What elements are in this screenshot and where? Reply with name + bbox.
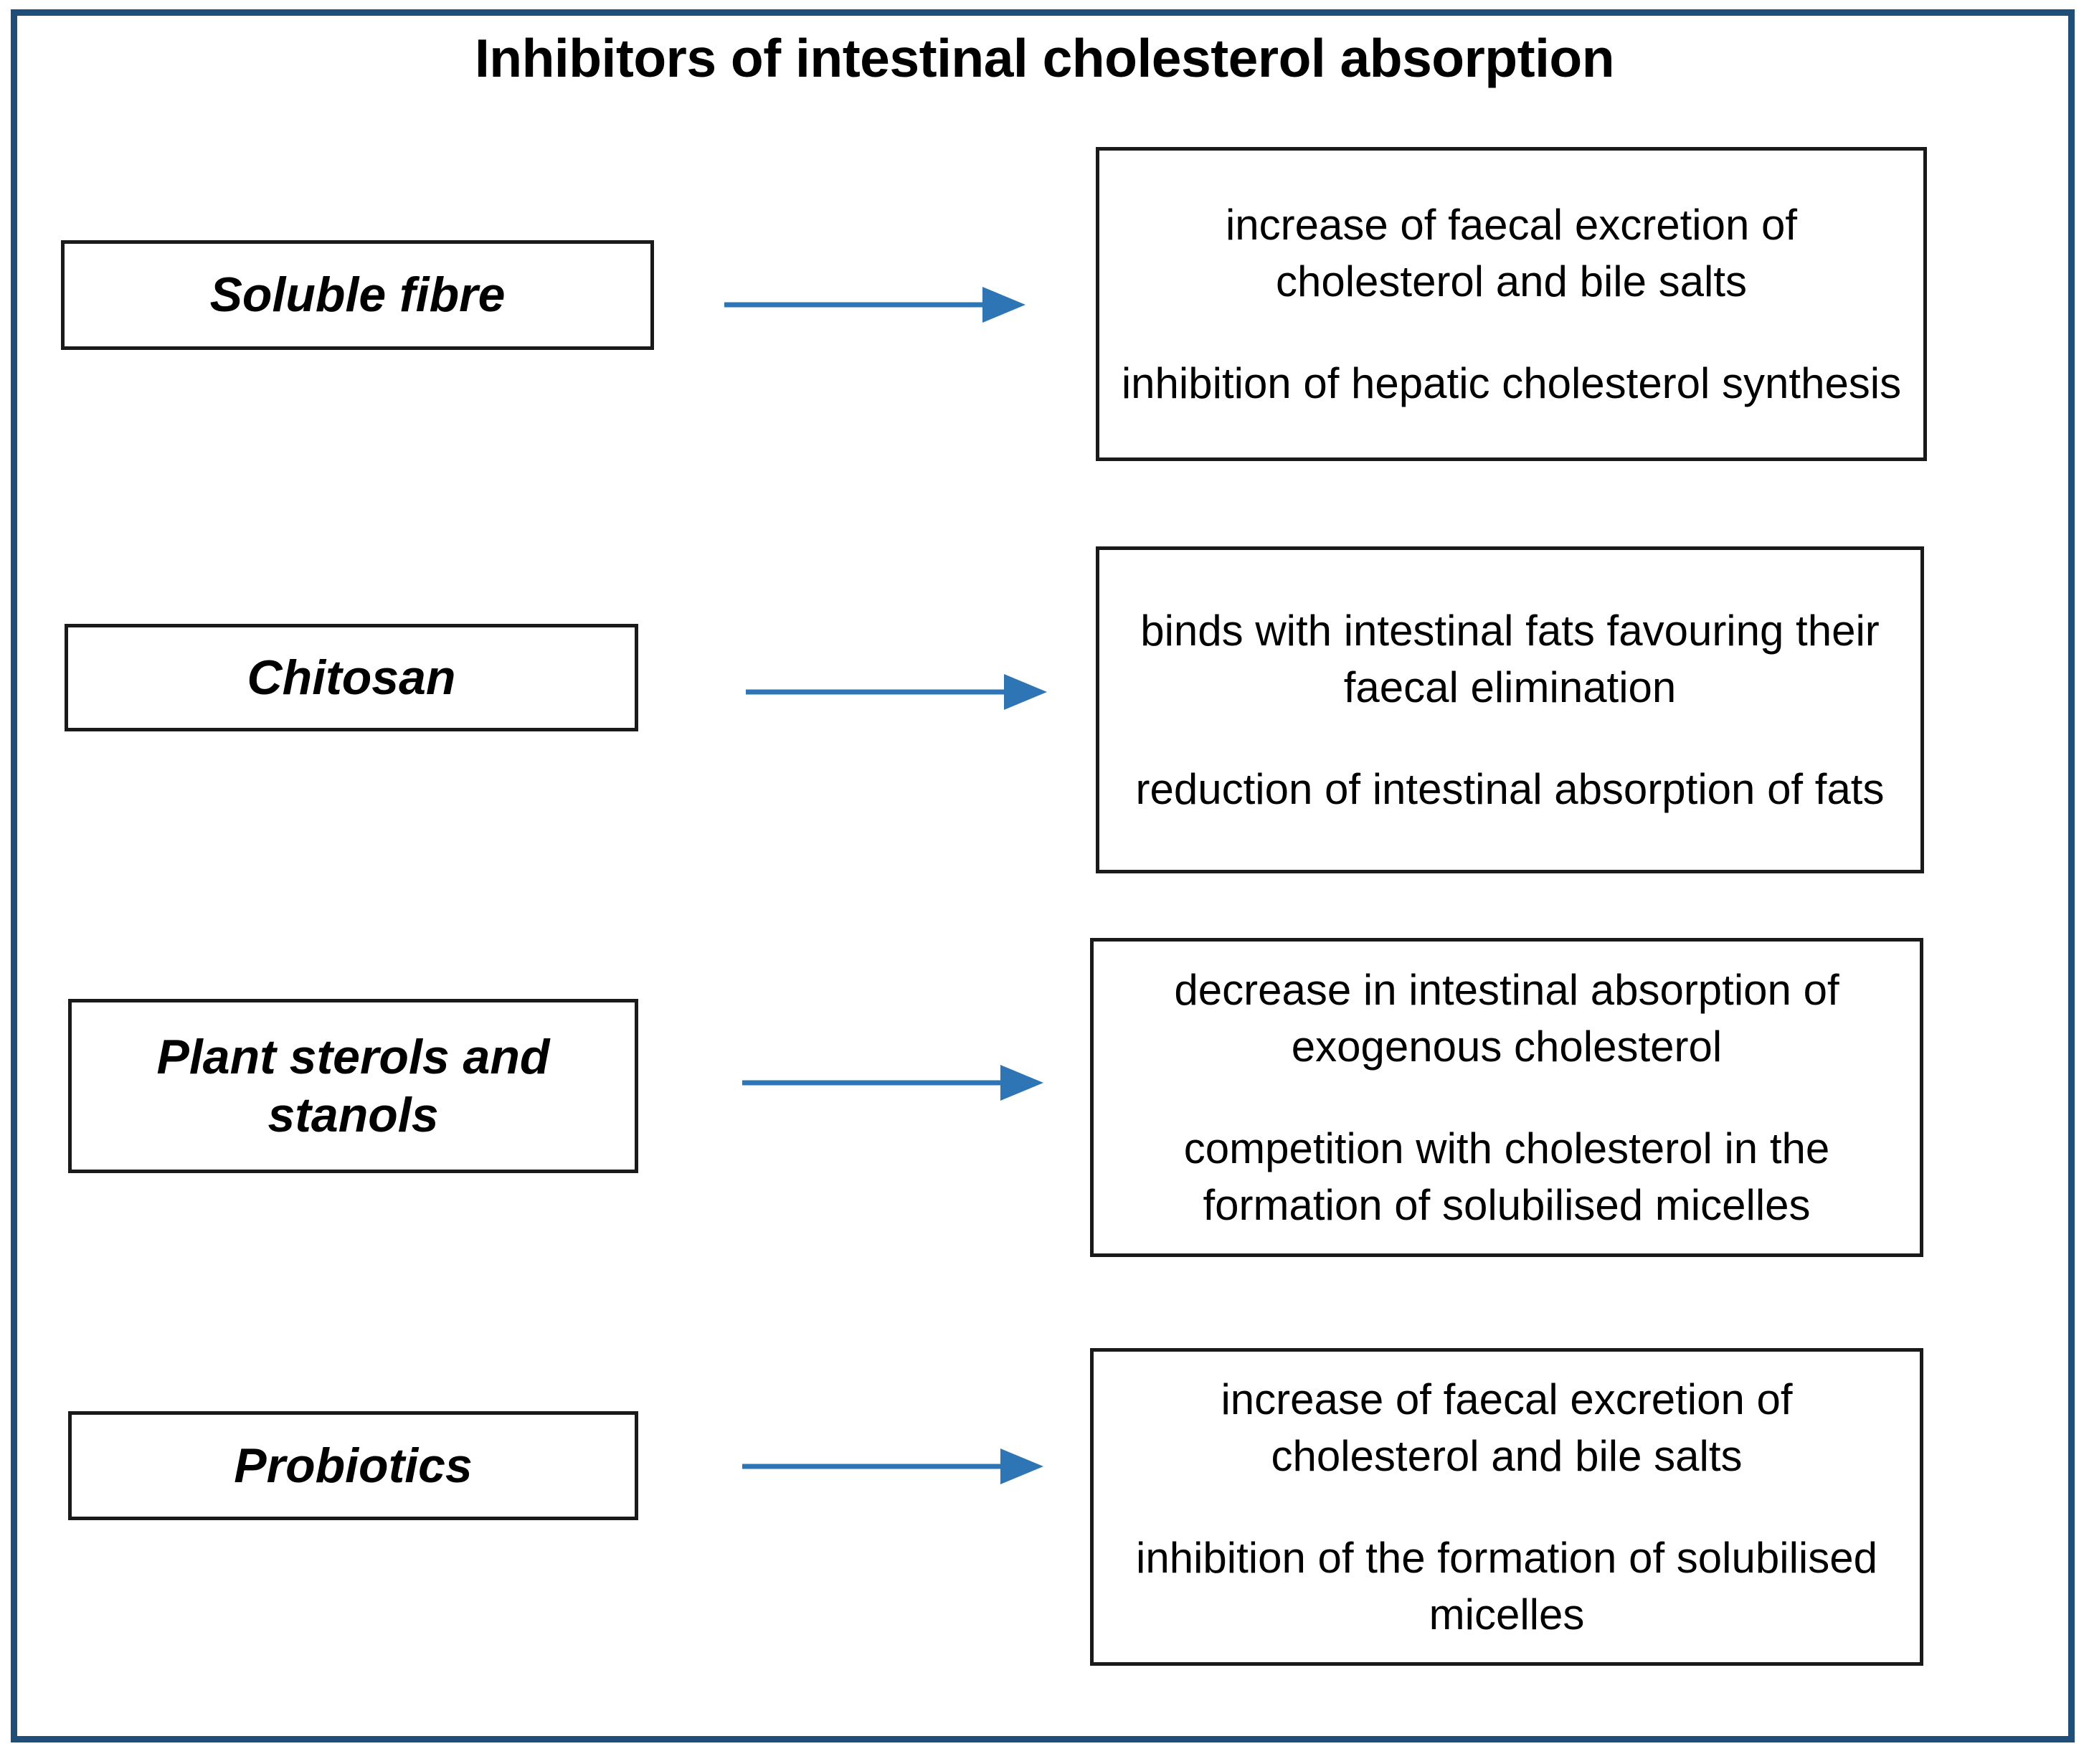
effect-text: competition with cholesterol in the form… (1183, 1124, 1830, 1229)
agent-box-plant-sterols-and-stanols[interactable]: Plant sterols and stanols (68, 999, 638, 1173)
effects-box-soluble-fibre[interactable]: increase of faecal excretion of choleste… (1096, 147, 1927, 461)
outer-border-frame (11, 9, 2075, 1742)
arrow-right-icon-row-1 (724, 283, 1025, 326)
agent-box-chitosan[interactable]: Chitosan (65, 624, 638, 731)
agent-label: Soluble fibre (209, 267, 506, 323)
effect-text: reduction of intestinal absorption of fa… (1135, 764, 1885, 813)
effects-box-chitosan[interactable]: binds with intestinal fats favouring the… (1096, 546, 1924, 873)
effect-text: increase of faecal excretion of choleste… (1225, 201, 1798, 306)
effect-text: increase of faecal excretion of choleste… (1221, 1375, 1793, 1481)
effect-text: binds with intestinal fats favouring the… (1140, 607, 1880, 712)
page-title: Inhibitors of intestinal cholesterol abs… (474, 28, 1615, 88)
effect-text: inhibition of hepatic cholesterol synthe… (1121, 359, 1902, 407)
effects-box-plant-sterols-and-stanols[interactable]: decrease in intestinal absorption of exo… (1090, 938, 1923, 1257)
agent-label: Plant sterols and stanols (156, 1030, 550, 1142)
agent-box-soluble-fibre[interactable]: Soluble fibre (61, 240, 654, 350)
agent-box-probiotics[interactable]: Probiotics (68, 1411, 638, 1520)
agent-label: Chitosan (247, 650, 456, 705)
effect-text: inhibition of the formation of solubilis… (1136, 1533, 1877, 1639)
effect-text: decrease in intestinal absorption of exo… (1174, 966, 1839, 1071)
effects-box-probiotics[interactable]: increase of faecal excretion of choleste… (1090, 1348, 1923, 1666)
arrow-right-icon-row-4 (742, 1445, 1043, 1488)
arrow-right-icon-row-2 (746, 670, 1047, 713)
agent-label: Probiotics (234, 1438, 473, 1493)
arrow-right-icon-row-3 (742, 1061, 1043, 1104)
